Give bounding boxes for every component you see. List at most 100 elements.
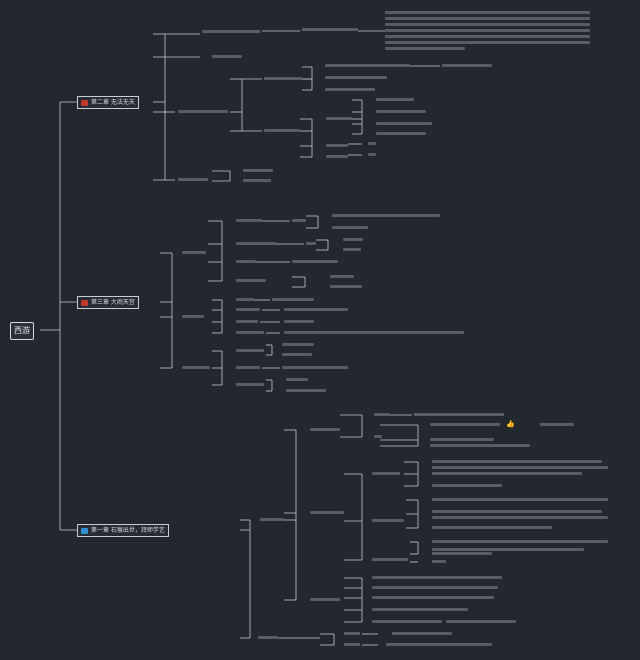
node-text [178,178,208,181]
node-text [310,428,340,431]
node-text [182,366,210,369]
root-node[interactable]: 西游 [10,322,34,340]
node-text [182,251,206,254]
node-text [284,308,348,311]
node-text [442,64,492,67]
node-text [432,516,608,519]
node-text [368,153,376,156]
node-text [374,413,390,416]
node-text [310,511,344,514]
node-text [430,444,530,447]
node-text [236,298,254,301]
node-text [372,596,494,599]
node-text [432,510,602,513]
node-text [344,632,360,635]
node-text [325,76,387,79]
node-text [372,620,442,623]
node-text [236,242,276,245]
node-text [272,298,314,301]
node-text [236,219,262,222]
node-text [325,64,410,67]
node-text [292,219,306,222]
node-text [432,498,608,501]
node-text [284,331,464,334]
node-text [284,320,314,323]
node-text [332,214,440,217]
node-text [326,117,352,120]
node-text [182,315,204,318]
node-text [432,548,584,551]
node-text [292,260,338,263]
node-text [286,389,326,392]
node-text [302,28,358,31]
node-text [432,560,446,563]
branch-node[interactable]: 第一章 石猴出世，拜师学艺 [77,524,169,537]
paragraph-text [385,41,590,44]
node-text [372,558,408,561]
node-text [372,576,502,579]
node-text [212,55,242,58]
node-text [430,438,494,441]
node-text [368,142,376,145]
node-text [376,98,414,101]
node-text [264,129,300,132]
node-text [202,30,260,33]
paragraph-text [385,23,590,26]
node-text [344,643,360,646]
node-text [332,226,368,229]
node-text [310,598,340,601]
paragraph-text [385,35,590,38]
node-text [306,242,316,245]
node-text [372,519,404,522]
thumbs-up-emoji: 👍 [506,420,515,428]
node-text [330,275,354,278]
node-text [264,77,302,80]
node-text [330,285,362,288]
node-text [286,378,308,381]
node-text [178,110,228,113]
branch-node[interactable]: 第三章 大闹天宫 [77,296,139,309]
node-text [430,423,500,426]
node-text [372,586,498,589]
node-text [343,248,361,251]
node-text [432,526,552,529]
node-text [236,279,266,282]
node-text [446,620,516,623]
node-text [372,608,468,611]
node-text [326,155,348,158]
book-icon [81,99,88,106]
paragraph-text [385,29,590,32]
branch-node[interactable]: 第二章 无法无天 [77,96,139,109]
node-text [325,88,375,91]
node-text [258,636,278,639]
node-text [236,383,264,386]
node-text [243,169,273,172]
branch-label: 第三章 大闹天宫 [91,299,135,306]
monkey-icon [81,527,88,534]
paragraph-text [385,47,465,50]
node-text [432,552,492,555]
node-text [236,366,260,369]
node-text [432,466,608,469]
node-text [282,366,348,369]
node-text [376,132,426,135]
node-text [282,353,312,356]
node-text [372,472,400,475]
node-text [376,122,432,125]
node-text [343,238,363,241]
node-text [414,413,504,416]
node-text [432,540,608,543]
node-text [243,179,271,182]
paragraph-text [385,17,590,20]
book-icon [81,299,88,306]
node-text [432,460,602,463]
node-text [432,484,502,487]
node-text [236,308,260,311]
node-text [432,472,582,475]
node-text [282,343,314,346]
branch-label: 第二章 无法无天 [91,99,135,106]
node-text [392,632,452,635]
node-text [260,518,284,521]
